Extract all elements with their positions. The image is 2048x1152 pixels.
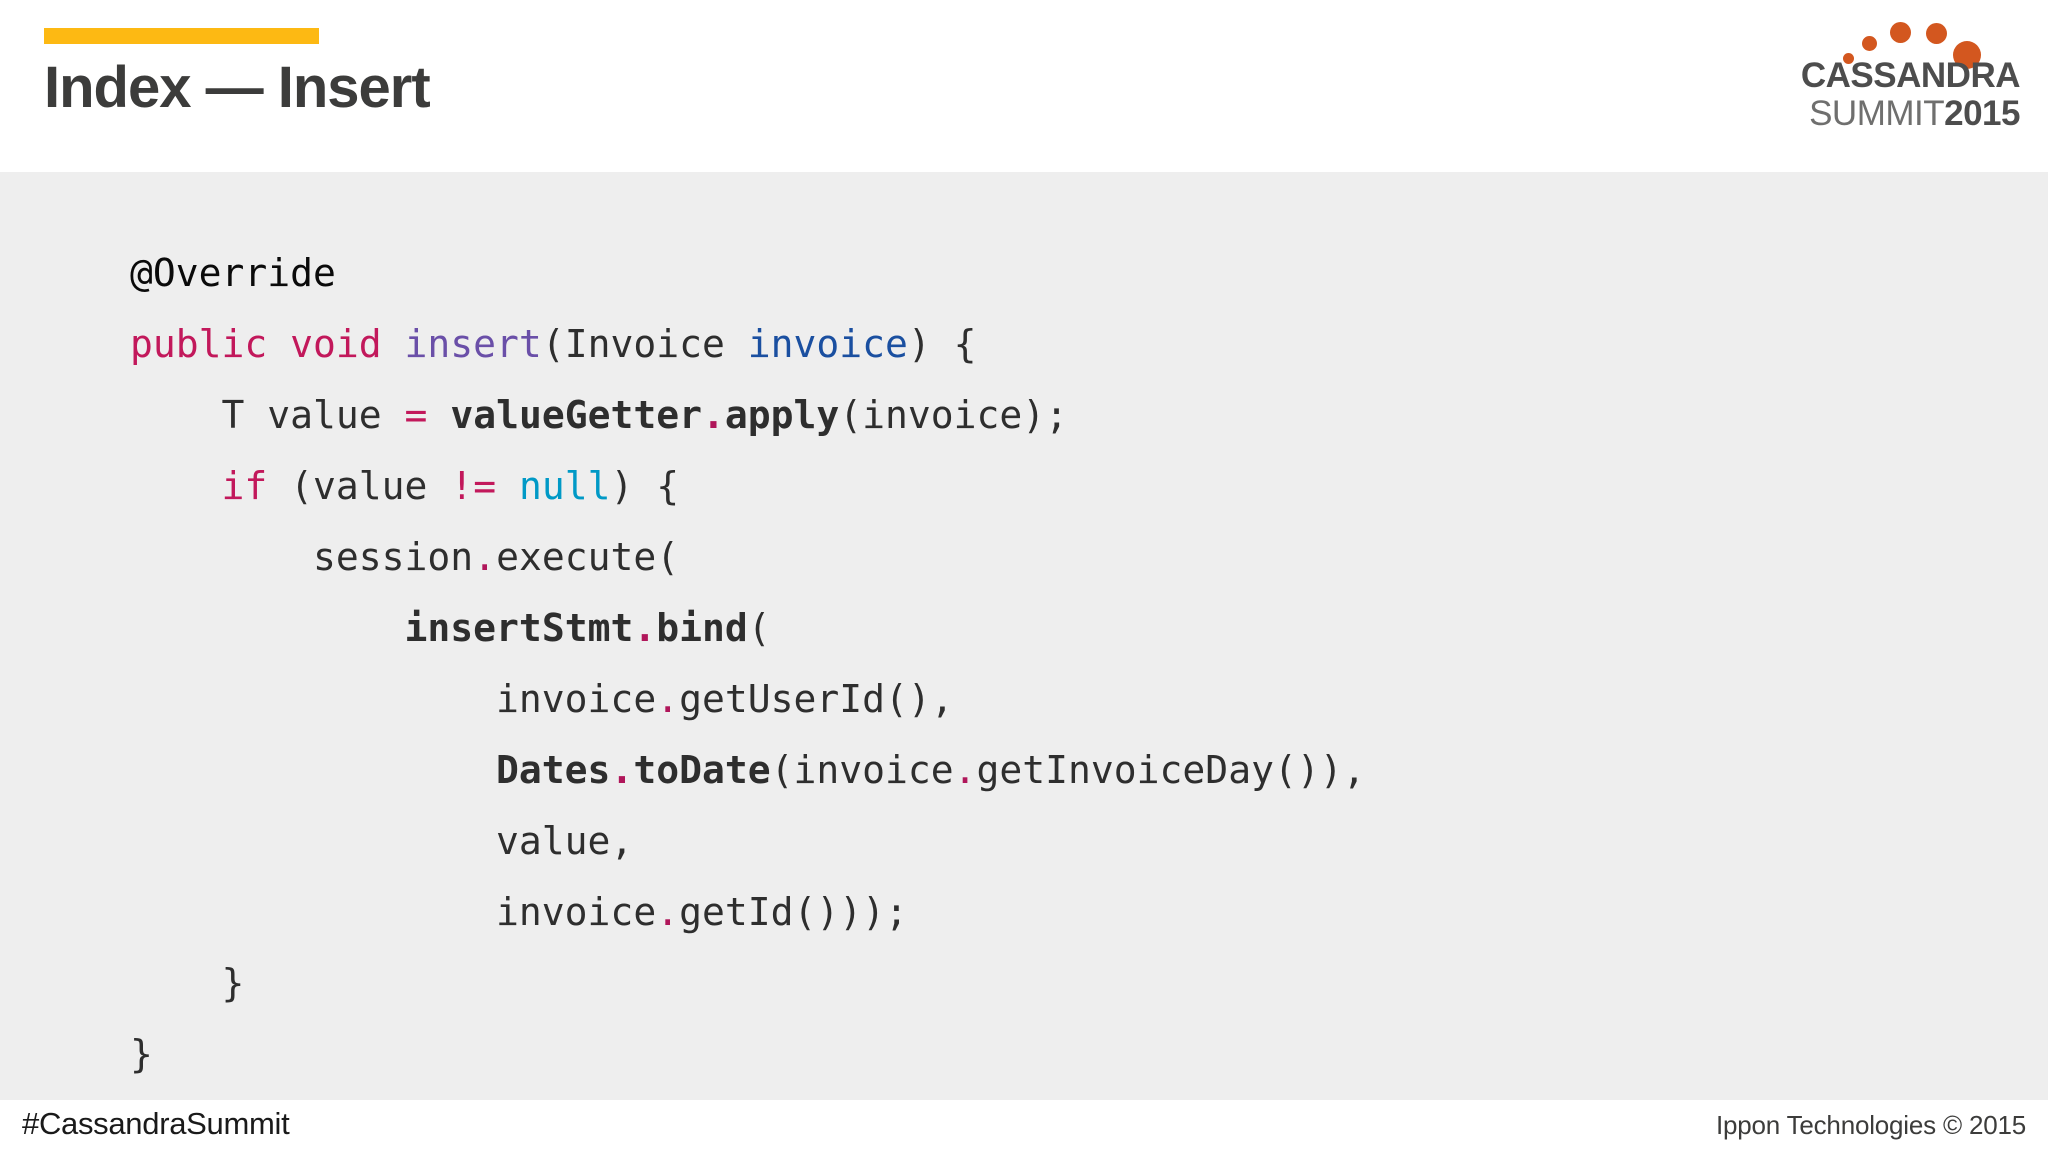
code-line: } [130, 1019, 1365, 1090]
code-line: if (value != null) { [130, 451, 1365, 522]
code-token: T value [221, 393, 405, 437]
code-token: ) { [907, 322, 977, 366]
code-line: session.execute( [130, 522, 1365, 593]
code-indent [130, 819, 496, 863]
code-line: public void insert(Invoice invoice) { [130, 309, 1365, 380]
code-token: getUserId(), [679, 677, 954, 721]
code-token: . [610, 748, 634, 792]
code-panel: @Override public void insert(Invoice invo… [0, 172, 2048, 1100]
code-token [496, 464, 519, 508]
code-token: public void [130, 322, 405, 366]
logo-year: 2015 [1944, 94, 2020, 133]
code-line: insertStmt.bind( [130, 593, 1365, 664]
code-token: (invoice [770, 748, 954, 792]
code-token: session [313, 535, 474, 579]
code-line: T value = valueGetter.apply(invoice); [130, 380, 1365, 451]
code-token: invoice [496, 677, 657, 721]
logo-summit-text: SUMMIT [1809, 94, 1945, 133]
code-token: if [221, 464, 268, 508]
code-token: invoice [496, 890, 657, 934]
code-line: invoice.getId())); [130, 877, 1365, 948]
code-line: value, [130, 806, 1365, 877]
code-token: insertStmt [404, 606, 634, 650]
slide-footer: #CassandraSummit Ippon Technologies © 20… [0, 1100, 2048, 1152]
code-indent [130, 464, 222, 508]
code-line: invoice.getUserId(), [130, 664, 1365, 735]
code-token: . [473, 535, 497, 579]
code-token: . [633, 606, 657, 650]
code-token: getId())); [679, 890, 908, 934]
code-line: @Override [130, 238, 1365, 309]
code-token: getInvoiceDay()), [976, 748, 1366, 792]
code-token: apply [724, 393, 840, 437]
code-indent [130, 393, 222, 437]
code-token: . [656, 677, 680, 721]
code-indent [130, 961, 222, 1005]
logo-wordmark-summit: SUMMIT2015 [1790, 96, 2020, 131]
logo-dot-2 [1862, 36, 1877, 51]
code-token: (invoice); [839, 393, 1069, 437]
code-listing: @Override public void insert(Invoice invo… [130, 238, 1365, 1090]
code-token: bind [656, 606, 748, 650]
logo-dots-icon [1790, 8, 2020, 69]
code-token: = [404, 393, 428, 437]
code-indent [130, 535, 313, 579]
logo-dot-5 [1953, 41, 1981, 69]
code-token: != [450, 464, 497, 508]
logo-wordmark-cassandra: CASSANDRA [1800, 56, 2021, 95]
code-token: @Override [130, 251, 336, 295]
code-token: (Invoice [541, 322, 748, 366]
code-token: insert [404, 322, 542, 366]
code-token: ) { [610, 464, 680, 508]
code-token: . [953, 748, 977, 792]
code-token: (value [267, 464, 451, 508]
code-indent [130, 606, 405, 650]
code-token: toDate [633, 748, 771, 792]
code-token: execute( [496, 535, 680, 579]
code-token: ( [747, 606, 771, 650]
code-token: value, [496, 819, 634, 863]
code-token: null [518, 464, 611, 508]
footer-copyright: Ippon Technologies © 2015 [1715, 1110, 2026, 1140]
code-indent [130, 890, 496, 934]
footer-hashtag: #CassandraSummit [22, 1106, 290, 1141]
code-token: valueGetter [450, 393, 702, 437]
page-title: Index — Insert [44, 55, 431, 120]
code-token: . [702, 393, 725, 437]
code-token: Dates [496, 748, 611, 792]
logo-dot-3 [1890, 22, 1911, 43]
code-token [427, 393, 450, 437]
code-line: Dates.toDate(invoice.getInvoiceDay()), [130, 735, 1365, 806]
code-token: } [221, 961, 245, 1005]
slide-header: Index — Insert CASSANDRA SUMMIT2015 [0, 0, 2048, 172]
cassandra-summit-logo: CASSANDRA SUMMIT2015 [1790, 8, 2021, 136]
code-indent [130, 748, 496, 792]
code-token: } [130, 1032, 153, 1076]
logo-dot-4 [1926, 23, 1947, 44]
title-accent-bar [44, 28, 319, 44]
code-token: . [656, 890, 680, 934]
code-token: invoice [747, 322, 908, 366]
code-line: } [130, 948, 1365, 1019]
logo-dot-1 [1843, 53, 1854, 64]
code-indent [130, 677, 496, 721]
